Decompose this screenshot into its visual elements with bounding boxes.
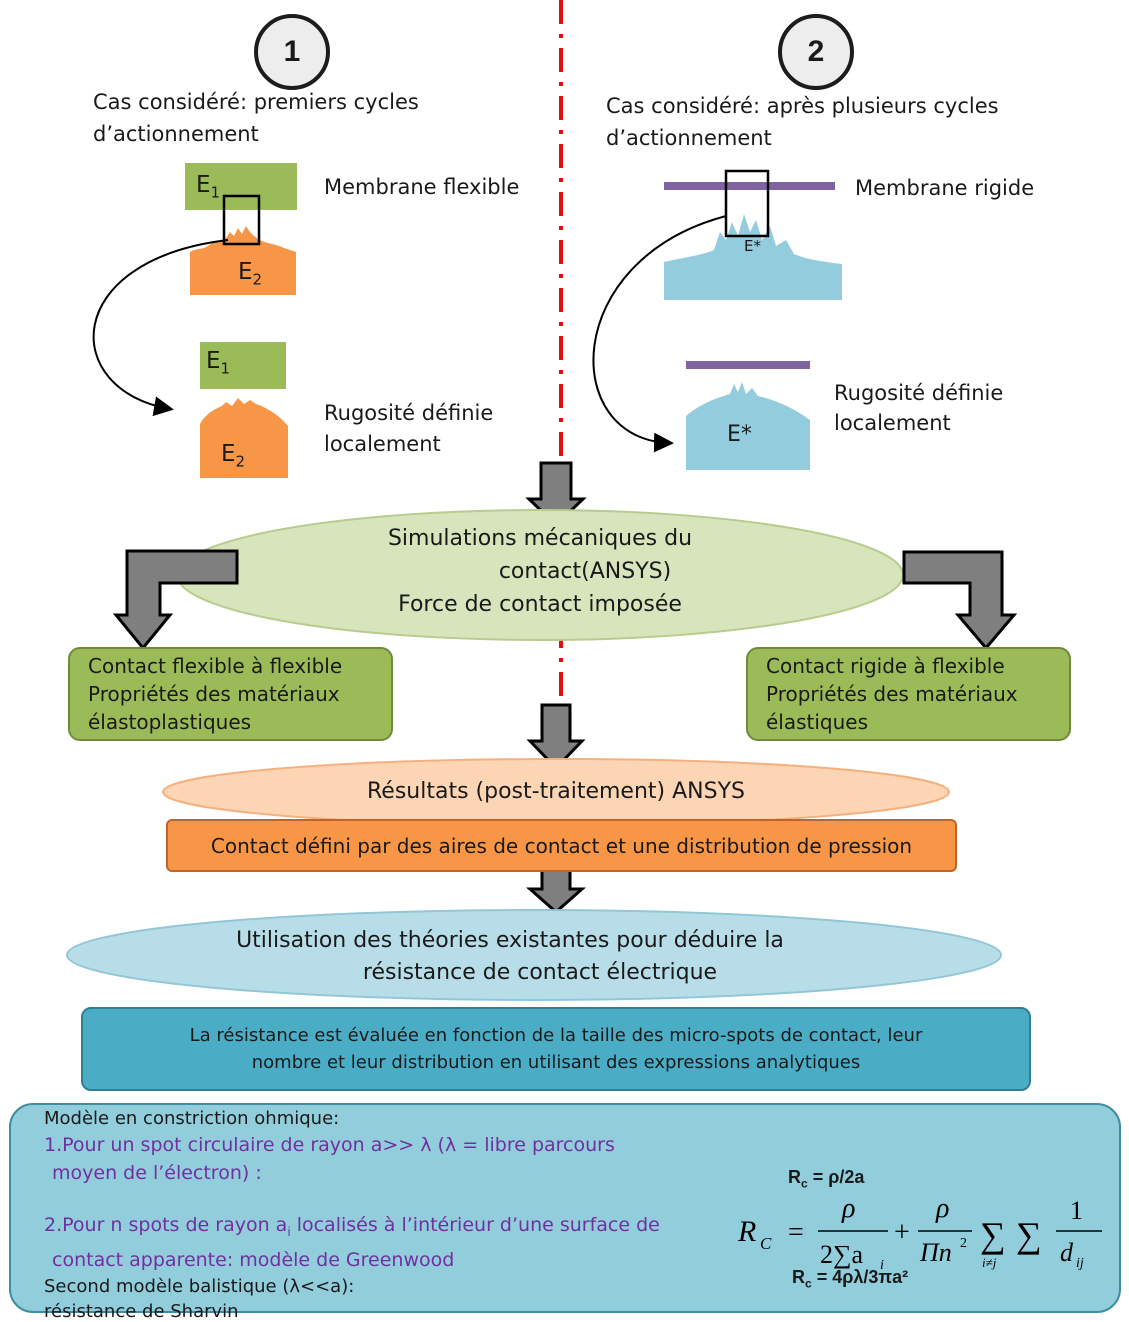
- flexible-contact-box: Contact flexible à flexible Propriétés d…: [68, 647, 393, 741]
- e2-label: E2: [238, 259, 263, 289]
- greenwood-sum-2: ∑: [1016, 1215, 1042, 1255]
- contact-definition-text: Contact défini par des aires de contact …: [210, 833, 913, 858]
- results-text: Résultats (post-traitement) ANSYS: [367, 779, 745, 804]
- e1-label: E1: [196, 172, 221, 202]
- greenwood-one: 1: [1070, 1196, 1083, 1225]
- case-1-badge: 1: [254, 14, 330, 90]
- greenwood-lhs-sub: C: [760, 1234, 772, 1253]
- ballistic-line-1: Second modèle balistique (λ<<a):: [44, 1275, 355, 1297]
- greenwood-sum-1: ∑: [980, 1215, 1006, 1255]
- case-2-number: 2: [807, 35, 825, 68]
- model-2-line-2: contact apparente: modèle de Greenwood: [52, 1248, 455, 1271]
- left-branch-arrow: [112, 549, 239, 651]
- greenwood-plus: +: [894, 1217, 910, 1248]
- sharvin-formula: Rc = 4ρλ/3πa²: [792, 1267, 909, 1291]
- simulation-line-3: Force de contact imposée: [398, 592, 682, 617]
- greenwood-dij: d: [1060, 1238, 1074, 1267]
- membrane-flexible-label: Membrane flexible: [324, 175, 520, 199]
- simulation-text: Simulations mécaniques du contact(ANSYS)…: [300, 522, 780, 621]
- right-branch-arrow: [902, 550, 1018, 651]
- greenwood-lhs: R: [737, 1215, 756, 1248]
- simulation-line-1: Simulations mécaniques du: [387, 526, 693, 551]
- estar-small-label: E*: [744, 237, 761, 255]
- case-2-roughness-line-1: Rugosité définie: [834, 381, 1004, 405]
- case-2-badge: 2: [778, 14, 854, 90]
- membrane-rigid-label: Membrane rigide: [855, 176, 1035, 200]
- zoom-box-1: [222, 194, 261, 246]
- theories-text: Utilisation des théories existantes pour…: [140, 925, 940, 989]
- rigid-contact-line-2: Propriétés des matériaux: [766, 682, 1018, 706]
- case-1-roughness-line-1: Rugosité définie: [324, 401, 494, 425]
- e1-local-label: E1: [206, 348, 231, 378]
- e2-local-label: E2: [221, 441, 246, 471]
- zoom-arrow-1: [92, 239, 229, 417]
- rough-substrate-2: [664, 214, 842, 300]
- theories-line-2: résistance de contact électrique: [362, 960, 718, 985]
- rigid-contact-box: Contact rigide à flexible Propriétés des…: [746, 647, 1071, 741]
- case-1-caption-line-2: d’actionnement: [93, 122, 259, 146]
- rigid-contact-line-1: Contact rigide à flexible: [766, 654, 1005, 678]
- ballistic-line-2: résistance de Sharvin: [44, 1300, 239, 1322]
- flexible-contact-line-2: Propriétés des matériaux: [88, 682, 340, 706]
- rough-substrate-1: [190, 226, 296, 295]
- simulation-line-2: contact(ANSYS): [498, 559, 672, 584]
- case-2-roughness-line-2: localement: [834, 411, 951, 435]
- flexible-contact-line-1: Contact flexible à flexible: [88, 654, 343, 678]
- greenwood-dij-sub: ij: [1076, 1256, 1084, 1271]
- case-2-caption-line-1: Cas considéré: après plusieurs cycles: [606, 94, 999, 118]
- rough-substrate-local-2: [686, 382, 810, 470]
- greenwood-den-1: 2∑a: [820, 1240, 864, 1269]
- model-1-line-1: 1.Pour un spot circulaire de rayon a>> λ…: [44, 1134, 615, 1156]
- greenwood-rho-1: ρ: [841, 1195, 855, 1224]
- model-1-line-2: moyen de l’électron) :: [52, 1162, 262, 1184]
- evaluation-line-1: La résistance est évaluée en fonction de…: [189, 1025, 923, 1046]
- case-1-number: 1: [283, 35, 301, 68]
- theories-ellipse: [66, 909, 1002, 1001]
- greenwood-equals: =: [788, 1217, 804, 1248]
- flexible-contact-line-3: élastoplastiques: [88, 710, 252, 734]
- contact-definition-box: Contact défini par des aires de contact …: [166, 819, 957, 872]
- case-2-caption-line-2: d’actionnement: [606, 126, 772, 150]
- model-2-line-1: 2.Pour n spots de rayon ai localisés à l…: [44, 1214, 660, 1239]
- case-1-caption-line-1: Cas considéré: premiers cycles: [93, 90, 419, 114]
- flexible-membrane-local: [200, 342, 286, 389]
- down-arrow-3: [526, 866, 586, 915]
- theories-line-1: Utilisation des théories existantes pour…: [236, 928, 784, 953]
- models-box: [9, 1103, 1121, 1313]
- rigid-contact-line-3: élastiques: [766, 710, 869, 734]
- greenwood-den-1-sub: i: [880, 1258, 884, 1271]
- estar-large-label: E*: [727, 422, 752, 447]
- zoom-arrow-2: [592, 215, 727, 453]
- greenwood-den-2: Πn: [919, 1238, 952, 1267]
- case-1-roughness-line-2: localement: [324, 432, 441, 456]
- greenwood-den-2-sup: 2: [960, 1236, 967, 1251]
- evaluation-box: La résistance est évaluée en fonction de…: [81, 1007, 1031, 1091]
- models-title: Modèle en constriction ohmique:: [44, 1108, 340, 1129]
- down-arrow-2: [526, 703, 586, 771]
- zoom-box-2: [724, 169, 770, 238]
- evaluation-line-2: nombre et leur distribution en utilisant…: [251, 1052, 861, 1073]
- flexible-membrane-shape: [185, 163, 297, 210]
- rough-substrate-local-1: [200, 398, 288, 478]
- greenwood-formula: R C = ρ 2∑a i + ρ Πn 2 ∑ i≠j ∑ 1 d ij: [737, 1195, 1102, 1271]
- holm-formula: Rc = ρ/2a: [788, 1167, 865, 1191]
- greenwood-sum-sub: i≠j: [982, 1255, 997, 1270]
- models-text: Modèle en constriction ohmique: 1.Pour u…: [44, 1106, 660, 1322]
- greenwood-rho-2: ρ: [935, 1195, 949, 1224]
